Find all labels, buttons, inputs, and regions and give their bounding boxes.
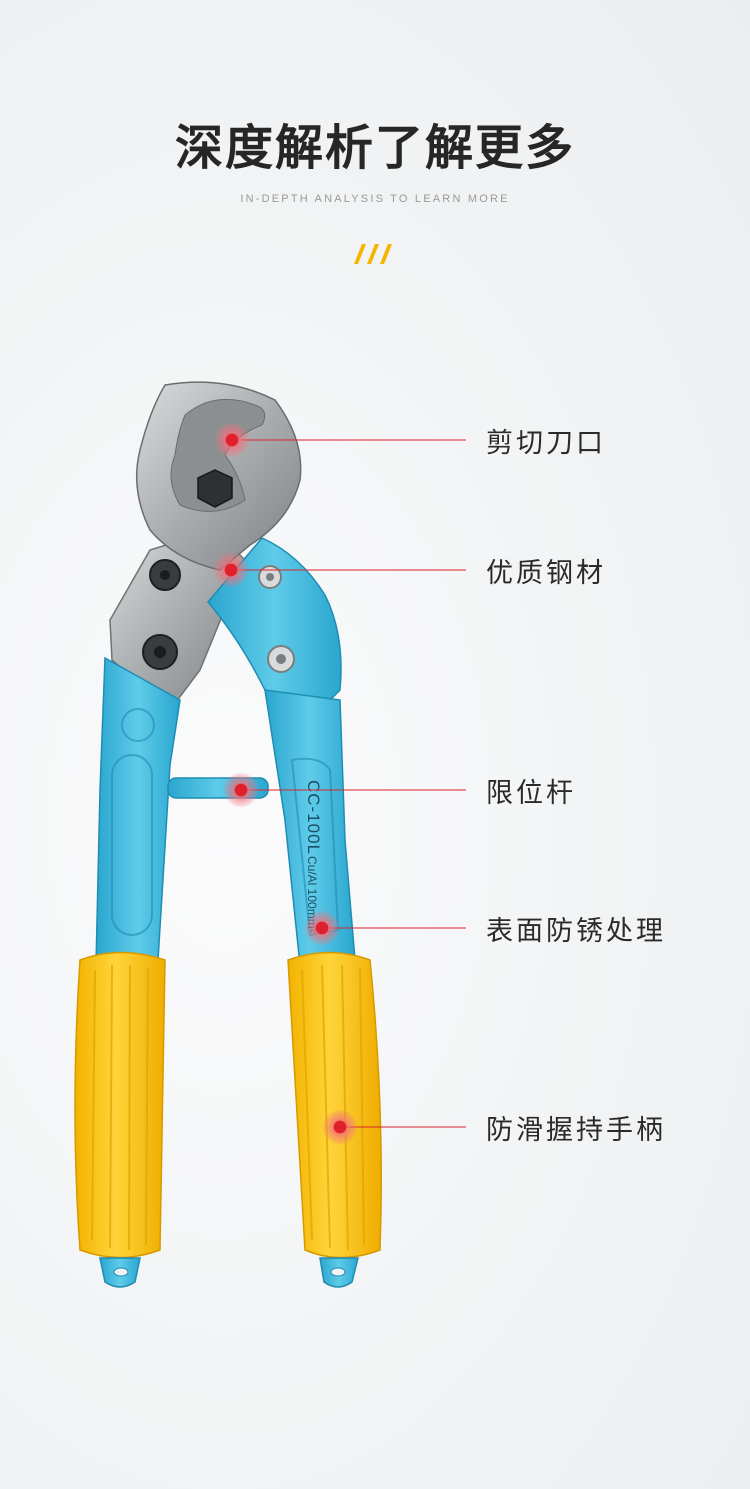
- callout-label-blade: 剪切刀口: [486, 428, 606, 459]
- callout-dot-grip: [323, 1110, 357, 1144]
- left-handle: [95, 656, 181, 966]
- callout-label-grip: 防滑握持手柄: [486, 1115, 666, 1146]
- right-grip: [287, 951, 382, 1259]
- callout-dot-blade: [215, 423, 249, 457]
- callout-dot-steel: [214, 553, 248, 587]
- page-title: 深度解析了解更多: [174, 120, 575, 176]
- callout-label-limit-bar: 限位杆: [486, 778, 576, 809]
- callout-dot-limit-bar: [224, 773, 258, 807]
- callout-dot-coating: [305, 911, 339, 945]
- slash-decoration-icon: [354, 244, 392, 264]
- callout-label-steel: 优质钢材: [486, 558, 606, 589]
- engraving-model: CC-100L: [304, 780, 323, 855]
- cable-cutter-illustration: CC-100L Cu/Al 100mm²: [74, 381, 466, 1288]
- page-subtitle: IN-DEPTH ANALYSIS TO LEARN MORE: [240, 193, 510, 205]
- callout-label-coating: 表面防锈处理: [486, 916, 666, 947]
- left-grip: [74, 951, 166, 1259]
- hex-bolt: [197, 469, 233, 508]
